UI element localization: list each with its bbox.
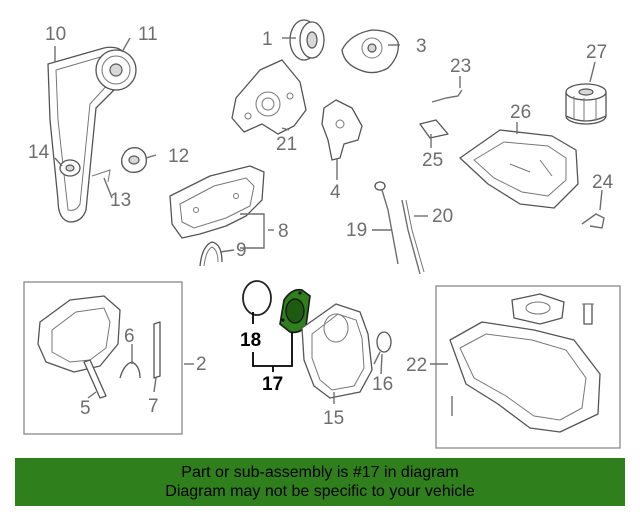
gasket-strip-part [431,89,463,103]
oil-filter-part [565,83,607,125]
rear-cover-part [301,303,373,399]
dipstick-tube-part [401,199,425,275]
callout-3: 3 [416,36,427,57]
drain-plug-part [582,303,594,325]
pickup-plate-part [511,293,565,325]
o-ring-18-part [242,280,272,316]
timing-cover-gasket-part [199,241,223,267]
callout-20: 20 [432,206,453,227]
sub-assembly-box-left [23,281,183,435]
callout-18: 18 [240,330,261,351]
belt-guide-part [91,169,111,183]
callout-11: 11 [138,24,158,45]
callout-7: 7 [148,396,159,417]
sub-assembly-box-right [435,285,621,449]
callout-4: 4 [330,182,341,203]
seal-strip-7-part [153,321,161,379]
callout-16: 16 [372,374,393,395]
gasket-24-part [581,213,605,229]
seal-strip-5-part [83,359,107,399]
front-cover-part [231,59,307,135]
callout-14: 14 [28,142,50,163]
parts-diagram: 1 3 10 11 14 12 13 21 4 8 9 19 20 23 25 … [23,19,621,449]
leader-lines [54,37,603,404]
callout-24: 24 [592,172,614,193]
callout-9: 9 [236,240,247,261]
baffle-part [419,119,449,139]
dipstick-part [374,181,399,265]
banner-line-1: Part or sub-assembly is #17 in diagram [181,464,459,481]
callout-25: 25 [422,150,443,171]
lower-cover-part [37,295,121,373]
callout-23: 23 [450,56,471,77]
seal-6-part [119,361,141,379]
callout-labels: 1 3 10 11 14 12 13 21 4 8 9 19 20 23 25 … [28,24,614,429]
callout-15: 15 [323,408,344,429]
callout-22: 22 [406,355,427,376]
callout-6: 6 [124,326,135,347]
strainer-part [373,331,392,365]
callout-5: 5 [80,398,91,419]
callout-21: 21 [276,134,297,155]
timing-cover-part [169,165,265,239]
callout-13: 13 [110,190,131,211]
idler-pulley-part [121,147,147,173]
info-banner: Part or sub-assembly is #17 in diagram D… [15,458,625,506]
tensioner-pulley-part [59,159,81,177]
bracket-part [321,99,363,161]
callout-26: 26 [510,102,531,123]
callout-2: 2 [196,354,207,375]
crankshaft-pulley-part [289,19,325,61]
oil-pan-upper-part [459,129,579,209]
camshaft-sprocket-part [95,49,137,91]
callout-17: 17 [262,374,283,395]
callout-10: 10 [45,24,66,45]
callout-1: 1 [262,29,273,50]
callout-12: 12 [168,146,189,167]
callout-8: 8 [278,221,289,242]
callout-19: 19 [346,220,367,241]
callout-27: 27 [586,42,607,63]
oil-pump-part [341,29,399,74]
oil-pan-lower-part [449,321,601,433]
banner-line-2: Diagram may not be specific to your vehi… [165,483,475,500]
